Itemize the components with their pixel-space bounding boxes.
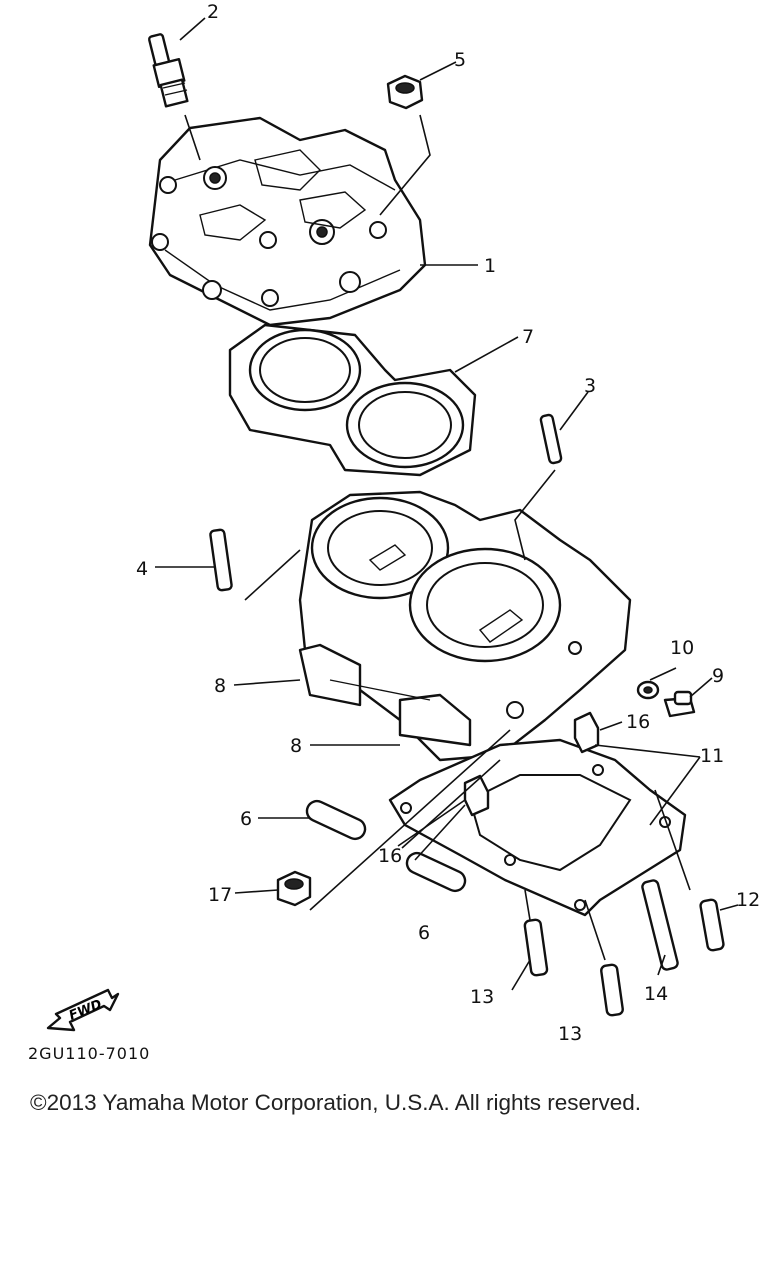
dowel-pin-upper[interactable] bbox=[573, 711, 600, 754]
callout-10: 9 bbox=[712, 665, 724, 687]
nut[interactable] bbox=[386, 74, 424, 110]
callout-13-bottom: 13 bbox=[558, 1023, 582, 1045]
diagram-code: 2GU110-7010 bbox=[28, 1044, 151, 1063]
stud-bolt-4[interactable] bbox=[209, 528, 233, 592]
stud-bolt-3[interactable] bbox=[539, 413, 563, 465]
callout-14: 13 bbox=[470, 986, 494, 1008]
callout-17: 17 bbox=[208, 884, 232, 906]
callout-6-left: 6 bbox=[240, 808, 252, 830]
callout-5: 5 bbox=[454, 49, 466, 71]
spark-plug[interactable] bbox=[148, 33, 189, 108]
callout-11: 10 bbox=[670, 637, 694, 659]
callout-16-lower: 16 bbox=[378, 845, 402, 867]
callout-4: 4 bbox=[136, 558, 148, 580]
washer[interactable] bbox=[636, 680, 660, 700]
stud-bolt-13-bottom[interactable] bbox=[600, 963, 624, 1017]
nut-17[interactable] bbox=[276, 870, 312, 907]
callout-2: 2 bbox=[207, 1, 219, 23]
plug-6-right[interactable] bbox=[404, 850, 469, 894]
bolt[interactable] bbox=[663, 690, 696, 718]
callout-15: 14 bbox=[644, 983, 668, 1005]
cylinder-base-gasket[interactable] bbox=[388, 738, 687, 917]
fwd-arrow-icon: FWD bbox=[46, 988, 120, 1032]
callout-8-visible: 8 bbox=[290, 735, 302, 757]
callout-13-right: 12 bbox=[736, 889, 760, 911]
cylinder[interactable] bbox=[298, 490, 632, 762]
copyright-notice: ©2013 Yamaha Motor Corporation, U.S.A. A… bbox=[30, 1090, 642, 1115]
callout-3: 3 bbox=[584, 375, 596, 397]
leader-lines bbox=[155, 17, 739, 991]
stud-bolt-15[interactable] bbox=[641, 879, 679, 971]
callout-16-upper: 16 bbox=[626, 711, 650, 733]
stud-bolt-13-right[interactable] bbox=[699, 898, 725, 952]
callout-7: 7 bbox=[522, 326, 534, 348]
plug-6-left[interactable] bbox=[304, 798, 369, 842]
callout-6-right: 6 bbox=[418, 922, 430, 944]
stud-bolt-14[interactable] bbox=[523, 918, 549, 977]
cylinder-head[interactable] bbox=[148, 116, 427, 327]
callout-1: 1 bbox=[484, 255, 496, 277]
exploded-parts-diagram: 2 5 1 7 3 4 10 9 9 8 16 7 8 8 11 6 16 17… bbox=[46, 1, 760, 1045]
cylinder-head-gasket[interactable] bbox=[228, 323, 477, 477]
callout-9-label: 8 bbox=[214, 675, 226, 697]
callout-12: 11 bbox=[700, 745, 724, 767]
